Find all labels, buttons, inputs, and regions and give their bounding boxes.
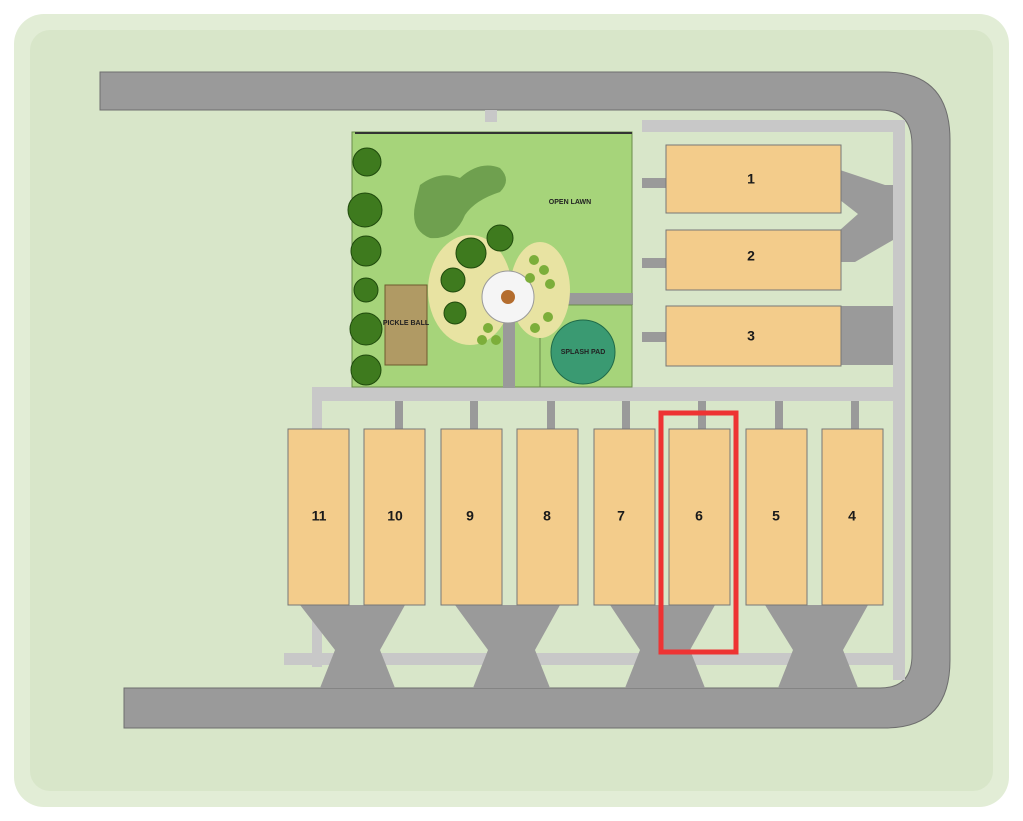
unit-11[interactable]: 11 bbox=[287, 428, 350, 606]
pickle-ball-court: PICKLE BALL bbox=[383, 284, 430, 366]
splash-pad-label: SPLASH PAD bbox=[561, 349, 606, 356]
unit-2[interactable]: 2 bbox=[665, 229, 842, 291]
unit-9-label: 9 bbox=[466, 508, 474, 524]
unit-11-label: 11 bbox=[312, 508, 327, 524]
unit-3-label: 3 bbox=[747, 328, 755, 344]
unit-9[interactable]: 9 bbox=[440, 428, 503, 606]
unit-4-label: 4 bbox=[848, 508, 856, 524]
driveways-bottom bbox=[300, 605, 868, 688]
unit-6-label: 6 bbox=[695, 508, 703, 524]
open-lawn-label: OPEN LAWN bbox=[549, 199, 591, 206]
unit-8-label: 8 bbox=[543, 508, 551, 524]
unit-7-label: 7 bbox=[617, 508, 625, 524]
unit-10-label: 10 bbox=[387, 508, 403, 524]
splash-pad: SPLASH PAD bbox=[550, 319, 616, 385]
unit-8[interactable]: 8 bbox=[516, 428, 579, 606]
trees bbox=[347, 147, 555, 386]
unit-10[interactable]: 10 bbox=[363, 428, 426, 606]
unit-6[interactable]: 6 bbox=[668, 428, 731, 606]
unit-1[interactable]: 1 bbox=[665, 144, 842, 214]
pickle-ball-label: PICKLE BALL bbox=[383, 320, 430, 327]
highlighted-unit-marker bbox=[658, 410, 739, 655]
perimeter-road bbox=[99, 71, 951, 729]
unit-3[interactable]: 3 bbox=[665, 305, 842, 367]
unit-4[interactable]: 4 bbox=[821, 428, 884, 606]
unit-5-label: 5 bbox=[772, 508, 780, 524]
unit-7[interactable]: 7 bbox=[593, 428, 656, 606]
park-area bbox=[351, 131, 633, 388]
unit-5[interactable]: 5 bbox=[745, 428, 808, 606]
unit-2-label: 2 bbox=[747, 248, 755, 264]
pond bbox=[414, 165, 506, 239]
unit-1-label: 1 bbox=[747, 171, 755, 187]
driveways-right bbox=[840, 170, 893, 365]
